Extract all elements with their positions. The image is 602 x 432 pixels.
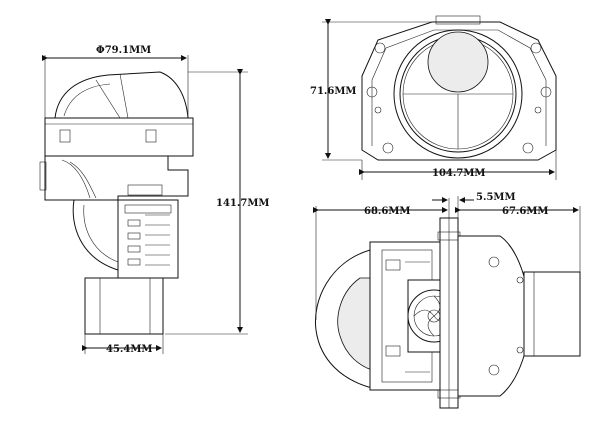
front-view: 71.6MM 104.7MM [310, 15, 557, 180]
dim-rear-right: 67.6MM [502, 206, 549, 217]
side-view: Φ79.1MM 141.7MM 45.4MM [39, 45, 269, 355]
dim-flange-gap: 5.5MM [476, 192, 516, 203]
dim-rear-left: 68.6MM [364, 206, 411, 217]
rear-view: 68.6MM 5.5MM 67.6MM [313, 192, 581, 409]
dim-diameter: Φ79.1MM [96, 45, 151, 56]
dim-bottom-width: 45.4MM [106, 344, 153, 355]
dim-total-height: 141.7MM [216, 198, 269, 209]
dim-front-width: 104.7MM [432, 168, 485, 179]
dim-front-height: 71.6MM [310, 86, 357, 97]
